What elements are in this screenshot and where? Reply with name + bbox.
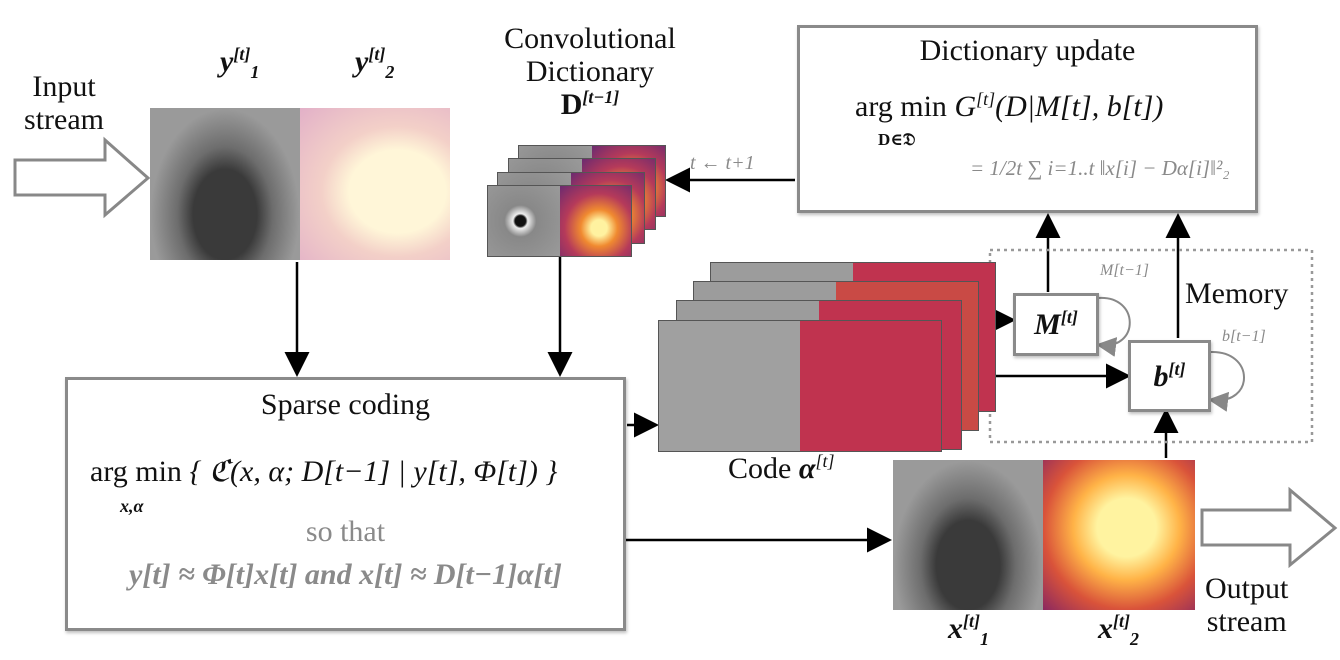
dictionary-symbol: D[t−1]	[560, 87, 620, 121]
dictionary-title: Convolutional Dictionary D[t−1]	[480, 22, 700, 121]
sparse-coding-argmin-sub: x,α	[120, 496, 144, 516]
code-layer-1	[658, 320, 942, 452]
sparse-coding-constraint: y[t] ≈ Φ[t]x[t] and x[t] ≈ D[t−1]α[t]	[129, 558, 562, 591]
filter-layer-1	[487, 185, 632, 257]
b-label: b[t]	[1153, 358, 1186, 393]
dictionary-update-box: Dictionary update arg min G[t](D|M[t], b…	[797, 25, 1258, 213]
output-image-x1	[893, 460, 1043, 610]
x2-label: x[t]2	[1098, 611, 1139, 649]
M-label: M[t]	[1034, 307, 1078, 341]
M-previous-label: M[t−1]	[1100, 262, 1150, 279]
output-stream-label: Output stream	[1205, 572, 1288, 638]
input-image-y2	[300, 108, 450, 260]
input-label-line1: Input	[32, 70, 96, 103]
y2-label: y[t]2	[355, 44, 395, 82]
b-loop-arrow	[1208, 350, 1245, 412]
b-previous-label: b[t−1]	[1222, 328, 1266, 345]
output-label-line2: stream	[1206, 605, 1287, 638]
sparse-coding-box: Sparse coding arg min { ℭ(x, α; D[t−1] |…	[65, 377, 626, 631]
memory-label: Memory	[1185, 277, 1289, 310]
input-stream-arrow	[13, 136, 151, 219]
sparse-coding-objective: arg min { ℭ(x, α; D[t−1] | y[t], Φ[t]) }	[90, 455, 558, 488]
time-update-label: t ← t+1	[690, 152, 755, 174]
memory-b-box: b[t]	[1128, 340, 1211, 412]
output-label-line1: Output	[1205, 572, 1289, 605]
input-image-y1	[150, 108, 300, 260]
code-label: Code α[t]	[728, 451, 835, 485]
dictionary-title-line1: Convolutional	[504, 22, 676, 55]
memory-M-box: M[t]	[1013, 293, 1099, 356]
dictionary-title-line2: Dictionary	[525, 55, 655, 88]
input-label-line2: stream	[24, 103, 104, 136]
output-image-x2	[1043, 460, 1195, 610]
so-that-label: so that	[305, 515, 386, 548]
sparse-coding-title: Sparse coding	[260, 388, 431, 421]
dictionary-update-argmin-sub: D∈𝔇	[878, 130, 916, 149]
dictionary-update-argmin: arg min G[t](D|M[t], b[t])	[855, 89, 1164, 123]
dictionary-update-title: Dictionary update	[919, 34, 1136, 67]
y1-label: y[t]1	[220, 44, 260, 82]
input-stream-label: Input stream	[22, 70, 106, 136]
x1-label: x[t]1	[948, 611, 989, 649]
dictionary-update-expansion: = 1/2t ∑ i=1..t ‖x[i] − Dα[i]‖²₂	[970, 156, 1230, 180]
output-stream-arrow	[1200, 486, 1338, 569]
M-loop-arrow	[1096, 296, 1131, 357]
